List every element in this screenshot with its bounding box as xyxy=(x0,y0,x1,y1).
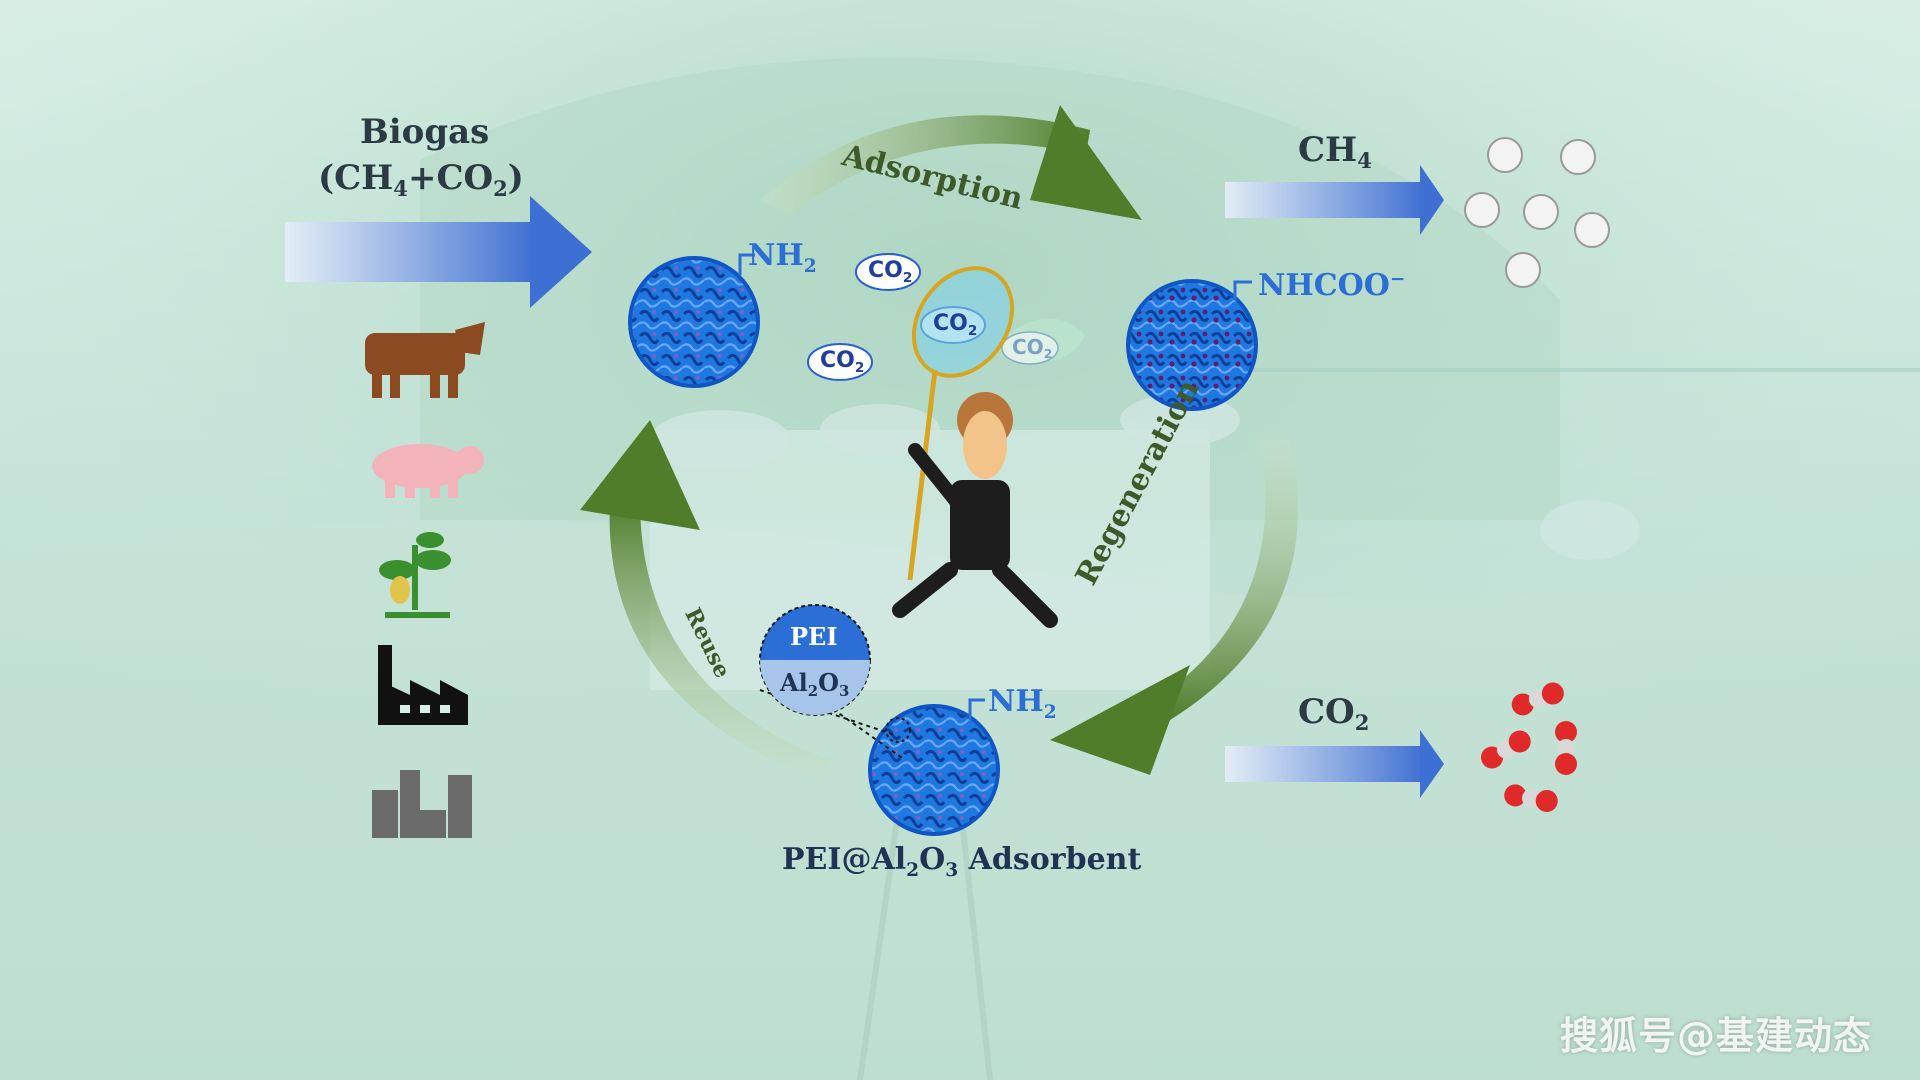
nh2-label-bottom: NH2 xyxy=(988,684,1057,723)
nh2-label-top: NH2 xyxy=(748,238,817,277)
particle-amine-topleft xyxy=(628,253,760,388)
co2-tag-2-sub: 2 xyxy=(967,322,978,339)
ch4-output-sub: 4 xyxy=(1357,148,1372,174)
co2-tag-3 xyxy=(807,343,873,381)
biogas-sub-ch4: 4 xyxy=(393,176,408,202)
biogas-title: Biogas xyxy=(360,112,490,152)
co2-tag-ghost xyxy=(1000,318,1085,365)
co2-output-arrow xyxy=(1225,730,1444,798)
callout-o: O xyxy=(818,668,840,697)
ch4-output-label: CH4 xyxy=(1298,130,1372,174)
co2-tag-ghost-co: CO xyxy=(1012,335,1044,359)
co2-output-sub: 2 xyxy=(1354,710,1370,736)
co2-tag-1-text: CO2 xyxy=(868,258,913,286)
co2-tag-2-co: CO xyxy=(933,311,968,336)
callout-al: Al xyxy=(780,668,808,697)
watermark-text: 搜狐号@基建动态 xyxy=(1559,1014,1872,1058)
callout-o-sub: 3 xyxy=(839,682,850,701)
co2-tag-1-sub: 2 xyxy=(902,269,913,286)
ch4-output-text: CH xyxy=(1298,130,1358,170)
nh2-label-bottom-text: NH xyxy=(988,684,1044,719)
biogas-formula-plus: +CO xyxy=(407,158,494,198)
scientist-with-net-figure xyxy=(892,266,1058,628)
nhcoo-label-sup: − xyxy=(1389,268,1406,290)
adsorbent-caption-b: O xyxy=(919,842,946,877)
biogas-formula-close: ) xyxy=(507,158,524,198)
nh2-label-bottom-sub: 2 xyxy=(1043,701,1057,723)
co2-tag-2-text: CO2 xyxy=(933,311,978,339)
particle-carbamate-right xyxy=(1126,279,1258,411)
nh2-label-top-sub: 2 xyxy=(803,255,817,277)
zoom-callout xyxy=(759,604,911,761)
nhcoo-label-text: NHCOO xyxy=(1258,268,1390,303)
pig-icon xyxy=(372,444,484,498)
adsorbent-caption-c: Adsorbent xyxy=(958,842,1142,877)
nhcoo-label: NHCOO− xyxy=(1258,268,1406,303)
factory-icon xyxy=(378,645,468,725)
co2-output-text: CO xyxy=(1298,692,1355,732)
co2-tag-3-text: CO2 xyxy=(820,348,865,376)
reuse-arc xyxy=(580,420,830,780)
adsorbent-caption-sub1: 2 xyxy=(906,859,920,881)
co2-output-label: CO2 xyxy=(1298,692,1370,736)
ch4-output-arrow xyxy=(1225,165,1444,235)
adsorbent-caption-sub2: 3 xyxy=(945,859,959,881)
callout-al-sub: 2 xyxy=(807,682,819,701)
co2-tag-3-co: CO xyxy=(820,348,855,373)
co2-molecules xyxy=(1481,682,1577,812)
buildings-icon xyxy=(372,770,472,838)
ch4-molecules xyxy=(1464,137,1610,288)
co2-tag-ghost-text: CO2 xyxy=(1012,335,1053,362)
regeneration-arc xyxy=(1050,440,1298,775)
co2-tag-1-co: CO xyxy=(868,258,903,283)
adsorbent-caption-a: PEI@Al xyxy=(782,842,907,877)
co2-tag-ghost-sub: 2 xyxy=(1043,346,1053,362)
particle-amine-bottom xyxy=(868,698,1000,836)
plant-icon xyxy=(379,532,451,618)
callout-al2o3: Al2O3 xyxy=(780,668,850,701)
cow-icon xyxy=(365,322,485,398)
co2-tag-3-sub: 2 xyxy=(854,359,865,376)
biogas-formula: (CH4+CO2) xyxy=(318,158,524,202)
adsorption-arc xyxy=(760,105,1142,220)
biogas-formula-open: (CH xyxy=(318,158,394,198)
input-arrow xyxy=(285,196,592,308)
nh2-label-top-text: NH xyxy=(748,238,804,273)
adsorbent-caption: PEI@Al2O3 Adsorbent xyxy=(782,842,1142,881)
callout-pei: PEI xyxy=(790,622,838,651)
biogas-sub-co2: 2 xyxy=(493,176,508,202)
co2-tag-1 xyxy=(855,253,921,291)
